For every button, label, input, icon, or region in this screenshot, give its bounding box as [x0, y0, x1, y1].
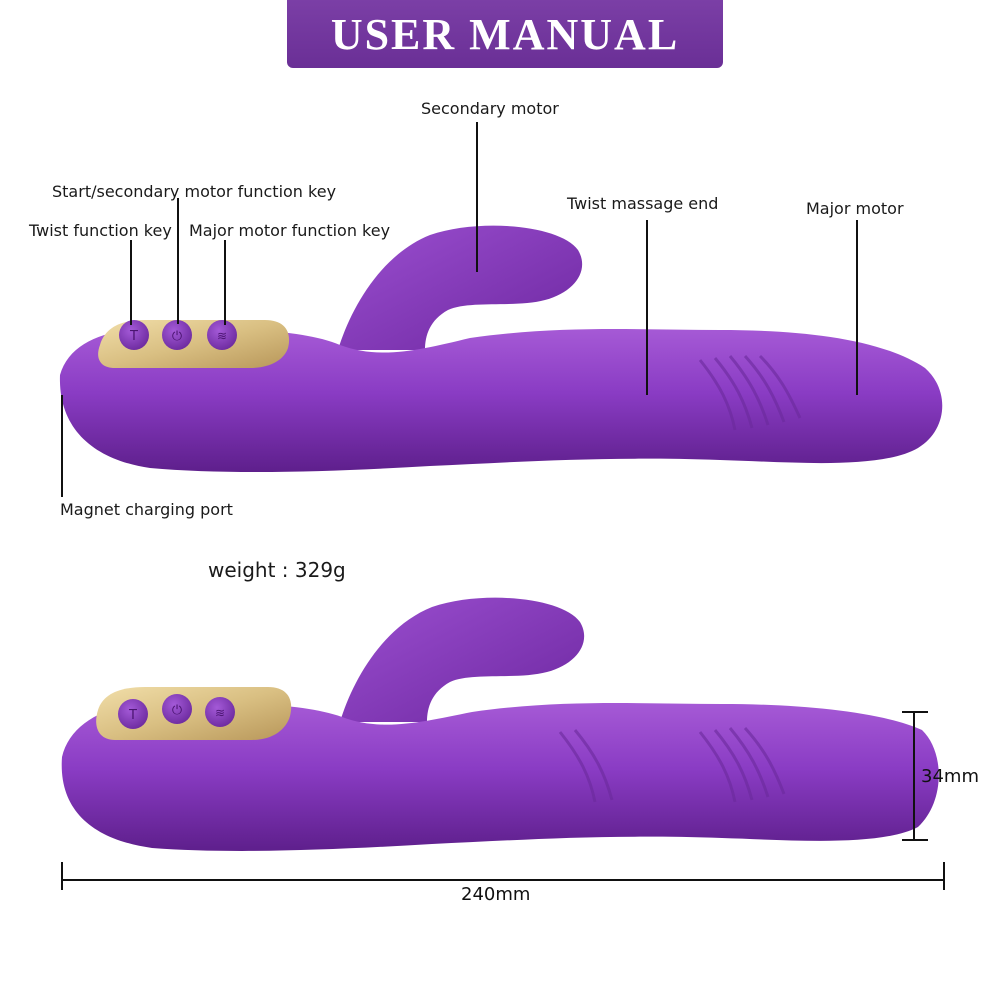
- length-text: 240mm: [461, 884, 531, 905]
- label-major-key: Major motor function key: [189, 221, 391, 240]
- device-illustration-bottom: T ⏻ ≋: [61, 597, 939, 851]
- svg-text:≋: ≋: [217, 329, 227, 343]
- svg-text:≋: ≋: [215, 706, 225, 720]
- page-title: USER MANUAL: [330, 9, 680, 59]
- leader-major-motor: [856, 220, 858, 395]
- leader-major-key: [224, 240, 226, 325]
- diameter-text: 34mm: [921, 766, 979, 787]
- leader-secondary-motor: [476, 122, 478, 272]
- svg-text:⏻: ⏻: [172, 329, 182, 344]
- leader-charging-port: [61, 395, 63, 497]
- leader-twist-key: [130, 240, 132, 325]
- svg-text:T: T: [128, 708, 137, 723]
- device-illustration-top: T ⏻ ≋: [59, 225, 943, 473]
- svg-text:T: T: [129, 329, 138, 344]
- label-twist-end: Twist massage end: [567, 194, 719, 213]
- label-charging-port: Magnet charging port: [60, 500, 233, 519]
- title-banner: USER MANUAL: [287, 0, 723, 68]
- label-secondary-motor: Secondary motor: [421, 99, 559, 118]
- svg-text:⏻: ⏻: [172, 703, 182, 718]
- label-start-key: Start/secondary motor function key: [52, 182, 337, 201]
- weight-text: weight : 329g: [208, 558, 346, 582]
- label-major-motor: Major motor: [806, 199, 904, 218]
- leader-start-key: [177, 198, 179, 324]
- leader-twist-end: [646, 220, 648, 395]
- label-twist-key: Twist function key: [29, 221, 172, 240]
